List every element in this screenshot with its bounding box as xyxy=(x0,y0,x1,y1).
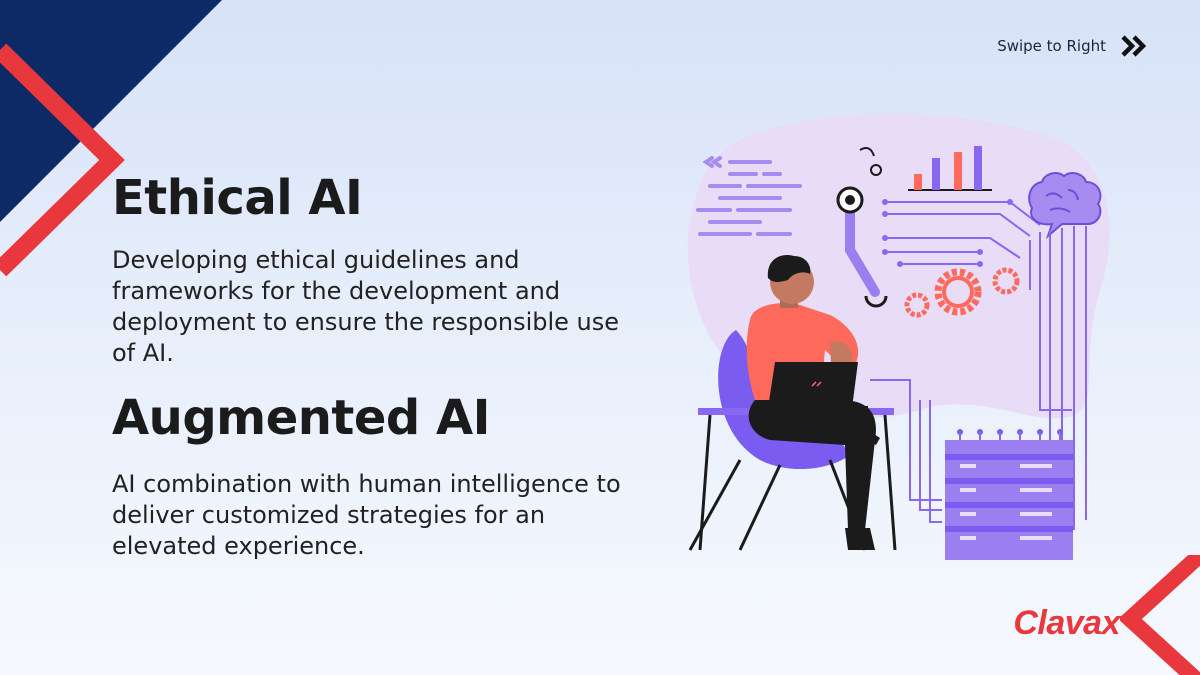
section-description-ethical-ai: Developing ethical guidelines and framew… xyxy=(112,246,620,367)
circuit-lines xyxy=(885,201,1072,411)
robot-arm xyxy=(836,147,888,308)
section-description-augmented-ai: AI combination with human intelligence t… xyxy=(112,470,621,560)
mini-bar-chart-icon xyxy=(908,146,992,191)
code-lines xyxy=(696,156,802,236)
ai-illustration xyxy=(687,113,1110,560)
section-title-augmented-ai: Augmented AI xyxy=(112,390,491,446)
clavax-logo: Clavax xyxy=(1013,604,1120,642)
corner-decoration-bottom-right xyxy=(1120,555,1200,675)
laptop-icon xyxy=(756,362,868,410)
double-chevron-right-icon xyxy=(1121,35,1147,57)
swipe-to-right-button[interactable]: Swipe to Right xyxy=(997,34,1148,58)
wires xyxy=(870,226,1087,530)
corner-decoration-top-left xyxy=(0,0,222,277)
swipe-label: Swipe to Right xyxy=(997,37,1106,55)
server-rack-icon xyxy=(945,429,1073,560)
section-title-ethical-ai: Ethical AI xyxy=(112,170,363,226)
circuit-nodes xyxy=(882,199,1013,267)
gear-icons xyxy=(904,267,1020,318)
